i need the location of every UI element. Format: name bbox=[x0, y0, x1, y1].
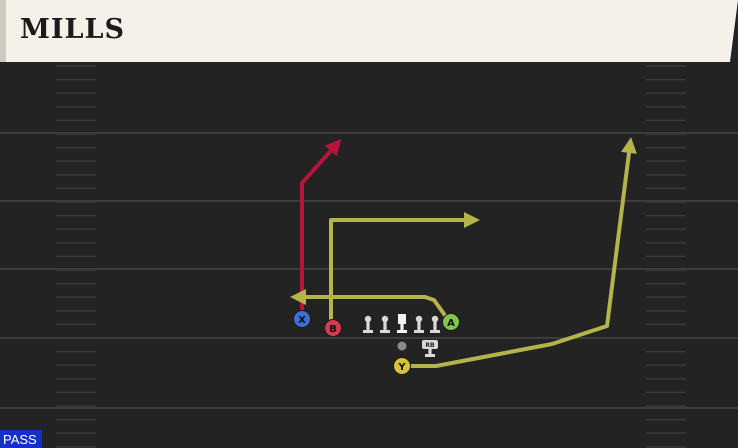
play-type-badge: PASS bbox=[0, 430, 42, 448]
receiver-a[interactable]: A bbox=[442, 313, 460, 331]
lineman-icon bbox=[363, 315, 373, 333]
center-icon bbox=[397, 314, 407, 333]
receiver-y-label: Y bbox=[397, 362, 406, 373]
lineman-icon bbox=[380, 315, 390, 333]
hash-marks-right bbox=[646, 65, 686, 448]
route-a-drag bbox=[290, 289, 451, 323]
routes bbox=[290, 137, 637, 368]
hash-marks-left bbox=[56, 65, 96, 448]
rb-label: RB bbox=[425, 342, 435, 349]
route-x-post bbox=[300, 139, 342, 320]
play-field: RB X B A Y bbox=[0, 62, 738, 448]
offensive-line bbox=[363, 314, 440, 333]
receiver-b[interactable]: B bbox=[324, 319, 342, 337]
route-b-corner bbox=[329, 212, 480, 328]
lineman-icon bbox=[430, 315, 440, 333]
receiver-b-label: B bbox=[329, 324, 337, 335]
quarterback-marker bbox=[397, 341, 407, 351]
route-y-wheel bbox=[402, 137, 637, 368]
running-back-icon[interactable]: RB bbox=[422, 340, 438, 357]
yard-lines bbox=[0, 132, 738, 409]
receiver-a-label: A bbox=[447, 318, 455, 329]
receiver-x-label: X bbox=[298, 315, 306, 326]
receiver-y[interactable]: Y bbox=[393, 357, 411, 375]
receiver-x[interactable]: X bbox=[293, 310, 311, 328]
lineman-icon bbox=[414, 315, 424, 333]
play-header: MILLS bbox=[0, 0, 738, 62]
play-title: MILLS bbox=[20, 14, 125, 45]
